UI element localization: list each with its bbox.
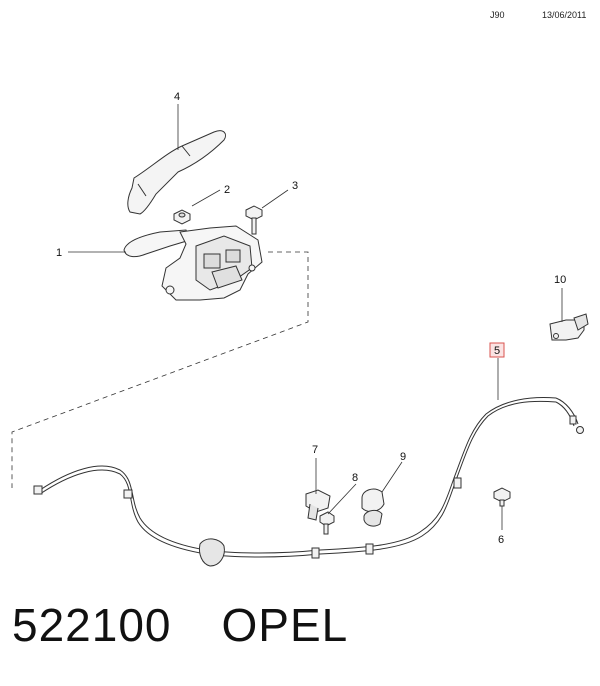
callout-6: 6 [498, 534, 504, 546]
callout-8: 8 [352, 472, 358, 484]
callout-7: 7 [312, 444, 318, 456]
assembly-outline [11, 251, 309, 488]
callout-9: 9 [400, 451, 406, 463]
bolt-part [245, 205, 263, 235]
diagram-date: 13/06/2011 [542, 10, 587, 20]
callout-5-highlight-box [489, 342, 505, 358]
brake-lever-part [123, 225, 263, 301]
bracket-part [549, 313, 589, 341]
diagram-code: J90 [490, 10, 505, 20]
brand-name: OPEL [221, 599, 349, 651]
callout-5: 5 [494, 345, 500, 357]
callout-10: 10 [554, 274, 566, 286]
clamp-part [361, 488, 385, 527]
callout-2: 2 [224, 184, 230, 196]
bolt-part-6 [493, 487, 511, 507]
footer-title: 522100 OPEL [12, 598, 348, 652]
callout-4: 4 [174, 91, 180, 103]
brake-cable-part [33, 397, 584, 567]
handle-cover-part [127, 130, 227, 215]
callout-3: 3 [292, 180, 298, 192]
part-number: 522100 [12, 599, 172, 651]
leader-lines [68, 104, 563, 530]
screw-part [319, 511, 335, 535]
nut-part [173, 209, 191, 225]
clip-part [305, 489, 331, 521]
callout-1: 1 [56, 247, 62, 259]
